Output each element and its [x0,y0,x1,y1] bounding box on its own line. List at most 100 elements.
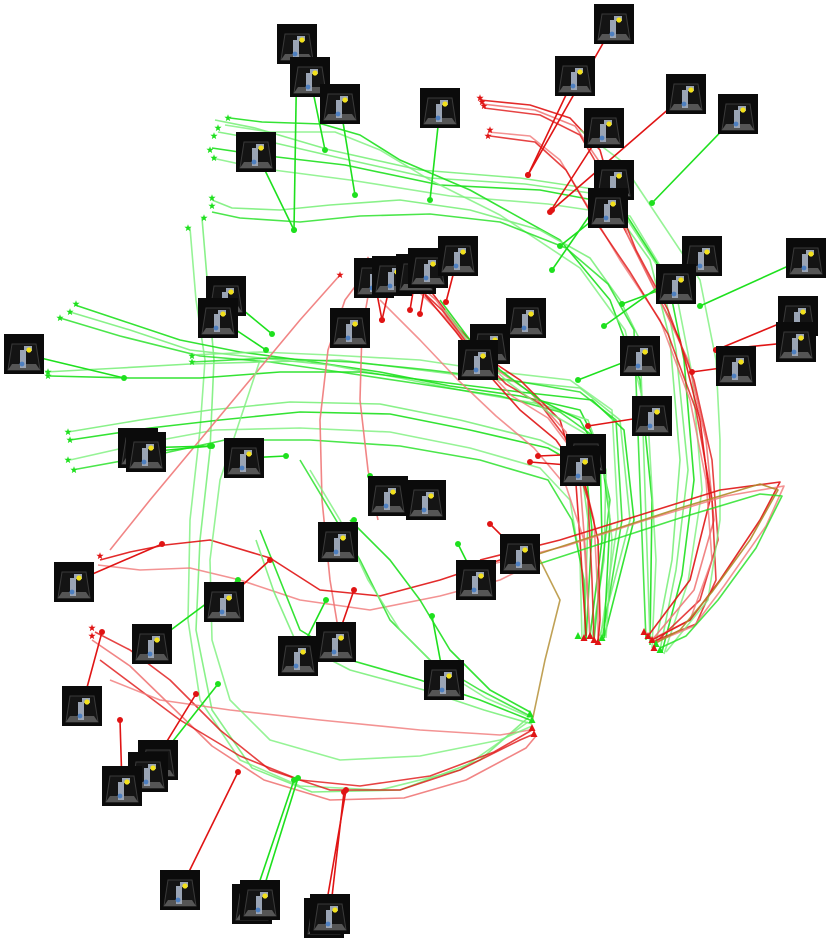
target-marker [460,249,466,255]
robot-arm-joint [570,83,576,89]
target-marker [800,309,806,315]
target-marker [228,289,234,295]
waypoint-dot [697,303,703,309]
robot-arm-link [732,362,738,380]
robot-arm-joint [609,31,615,37]
robot-arm-thumbnail-icon [240,880,280,920]
star-icon [336,271,344,279]
robot-arm-joint [681,101,687,107]
robot-arm-joint [293,663,299,669]
robot-arm-thumbnail-icon [718,94,758,134]
target-marker [442,101,448,107]
target-marker [616,17,622,23]
waypoint-dot [351,587,357,593]
star-icon [214,124,222,132]
robot-arm-joint [292,51,298,57]
waypoint-dot [649,200,655,206]
triangle-icon [648,636,656,643]
trajectory-line [399,264,587,637]
star-icon [188,352,196,360]
robot-arm-joint [175,897,181,903]
target-marker [262,893,268,899]
robot-arm-link [148,640,154,658]
star-icon [64,428,72,436]
waypoint-dot [455,541,461,547]
waypoint-dot [379,317,385,323]
target-marker [338,635,344,641]
waypoint-dot [159,541,165,547]
triangle-icon [526,710,534,717]
triangle-icon [640,628,648,635]
target-marker [616,173,622,179]
target-marker [582,459,588,465]
target-marker [430,261,436,267]
robot-arm-joint [143,779,149,785]
star-icon [72,300,80,308]
robot-arm-joint [423,275,429,281]
robot-arm-link [336,100,342,118]
waypoint-dot [601,323,607,329]
robot-arm-link [600,124,606,142]
trajectory-line [409,279,595,641]
robot-arm-joint [603,215,609,221]
waypoint-dot [549,267,555,273]
robot-arm-joint [453,263,459,269]
robot-arm-joint [219,609,225,615]
robot-arm-link [454,252,460,270]
robot-arm-link [240,454,246,472]
trajectory-line [49,371,635,639]
robot-arm-thumbnail-icon [310,894,350,934]
trajectory-line [519,483,779,645]
thumbnail-connector [551,93,687,211]
robot-arm-joint [305,84,311,90]
trajectory-line [309,469,533,719]
robot-arm-joint [383,503,389,509]
waypoint-dot [619,301,625,307]
star-icon [484,132,492,140]
trajectory-line [483,485,785,643]
trajectory-lines [44,99,785,801]
waypoint-dot [295,775,301,781]
robot-arm-thumbnail-icon [54,562,94,602]
trajectory-line [191,357,623,641]
robot-arm-joint [421,507,427,513]
waypoint-dot [269,331,275,337]
target-marker [299,37,305,43]
robot-arm-link [422,496,428,514]
thumbnail-layer [4,4,826,938]
star-icon [96,552,104,560]
robot-arm-thumbnail-icon [102,766,142,806]
target-marker [340,535,346,541]
robot-arm-link [604,204,610,222]
target-marker [226,595,232,601]
waypoint-dot [417,311,423,317]
waypoint-dot [557,243,563,249]
star-icon [88,632,96,640]
robot-arm-link [424,264,430,282]
target-marker [182,883,188,889]
star-icon [70,466,78,474]
star-icon [88,624,96,632]
robot-arm-link [516,550,522,568]
star-icon [206,146,214,154]
robot-arm-thumbnail-icon [318,522,358,562]
trajectory-line [255,539,533,725]
robot-arm-joint [117,793,123,799]
robot-arm-link [326,910,332,928]
target-marker [300,649,306,655]
robot-arm-link [610,20,616,38]
target-marker [150,765,156,771]
robot-arm-link [440,676,446,694]
triangle-icon [594,638,602,645]
robot-arm-link [70,578,76,596]
robot-arm-joint [77,713,83,719]
trajectory-line [69,427,583,641]
trajectory-line [519,493,783,649]
target-marker [76,575,82,581]
robot-arm-joint [331,649,337,655]
target-marker [332,907,338,913]
target-marker [258,145,264,151]
trajectory-line [299,459,531,717]
triangle-icon [590,636,598,643]
robot-arm-joint [671,291,677,297]
